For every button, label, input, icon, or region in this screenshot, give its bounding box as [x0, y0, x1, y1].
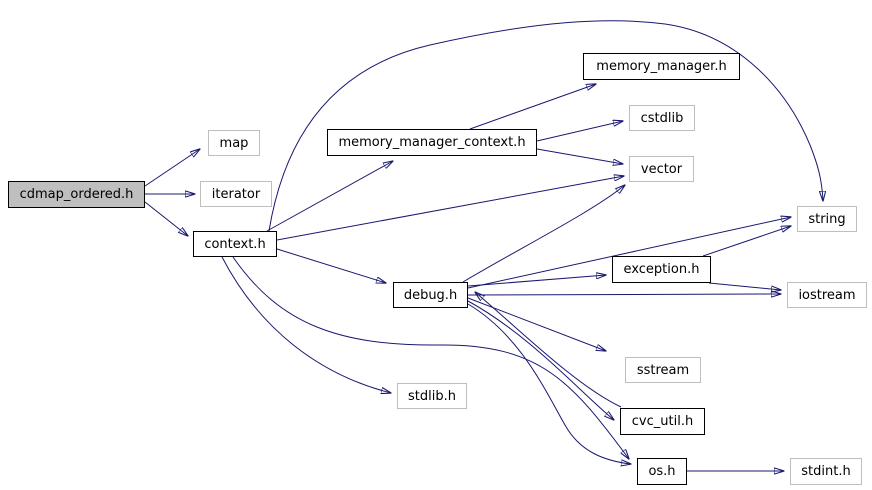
edge-debug-to-cvcutil: [467, 300, 614, 420]
edge-debug-to-os: [467, 303, 631, 464]
node-label: stdlib.h: [408, 388, 456, 404]
edge-exception-to-iostream: [708, 282, 781, 290]
node-label: vector: [640, 161, 683, 177]
node-iterator[interactable]: iterator: [200, 181, 272, 207]
node-context-h[interactable]: context.h: [193, 231, 277, 257]
edge-cdmap_ordered-to-context: [144, 201, 188, 236]
node-stdint-h[interactable]: stdint.h: [790, 458, 862, 485]
node-memory-manager-h[interactable]: memory_manager.h: [583, 53, 740, 80]
edge-mmcontext-to-cstdlib: [536, 121, 623, 142]
edge-context-to-stdlib: [221, 256, 391, 393]
node-label: map: [219, 135, 249, 151]
edge-debug-to-exception: [467, 275, 606, 287]
edge-context-to-os: [232, 256, 629, 459]
node-label: cstdlib: [640, 110, 684, 126]
edge-mmcontext-to-vector: [536, 148, 623, 164]
edge-context-to-string: [268, 20, 823, 232]
node-label: context.h: [204, 236, 266, 252]
node-cstdlib[interactable]: cstdlib: [629, 105, 695, 131]
edge-context-to-mmcontext: [266, 161, 393, 232]
edge-debug-to-vector: [462, 185, 625, 283]
node-exception-h[interactable]: exception.h: [612, 256, 711, 283]
node-label: memory_manager.h: [596, 59, 727, 74]
edge-context-to-vector: [276, 176, 624, 241]
edge-debug-to-iostream: [467, 294, 781, 295]
node-debug-h[interactable]: debug.h: [393, 282, 468, 308]
node-sstream[interactable]: sstream: [625, 357, 701, 383]
node-label: debug.h: [403, 287, 458, 303]
edge-cdmap_ordered-to-map: [144, 149, 200, 187]
node-label: os.h: [648, 464, 676, 479]
node-label: cdmap_ordered.h: [19, 187, 134, 202]
node-label: sstream: [636, 362, 690, 378]
node-cvc-util-h[interactable]: cvc_util.h: [620, 408, 705, 435]
node-label: iostream: [798, 287, 856, 303]
edge-mmcontext-to-mmanager: [469, 84, 596, 130]
node-label: exception.h: [623, 262, 700, 277]
node-vector[interactable]: vector: [629, 156, 694, 182]
node-os-h[interactable]: os.h: [637, 458, 687, 485]
edge-debug-to-string: [467, 217, 791, 289]
node-label: cvc_util.h: [631, 414, 694, 429]
node-string[interactable]: string: [797, 206, 857, 232]
node-label: memory_manager_context.h: [338, 135, 526, 150]
edge-exception-to-string: [702, 226, 791, 257]
node-cdmap-ordered-h: cdmap_ordered.h: [8, 181, 145, 208]
edge-cvcutil-to-debug: [475, 292, 622, 408]
edge-context-to-debug: [276, 248, 386, 283]
node-iostream[interactable]: iostream: [787, 282, 867, 308]
node-label: string: [808, 211, 846, 227]
node-memory-manager-context-h[interactable]: memory_manager_context.h: [327, 129, 537, 156]
node-label: stdint.h: [801, 464, 851, 479]
node-label: iterator: [211, 186, 261, 202]
node-stdlib-h[interactable]: stdlib.h: [397, 383, 467, 409]
edge-debug-to-sstream: [467, 297, 606, 351]
node-map[interactable]: map: [208, 130, 260, 156]
